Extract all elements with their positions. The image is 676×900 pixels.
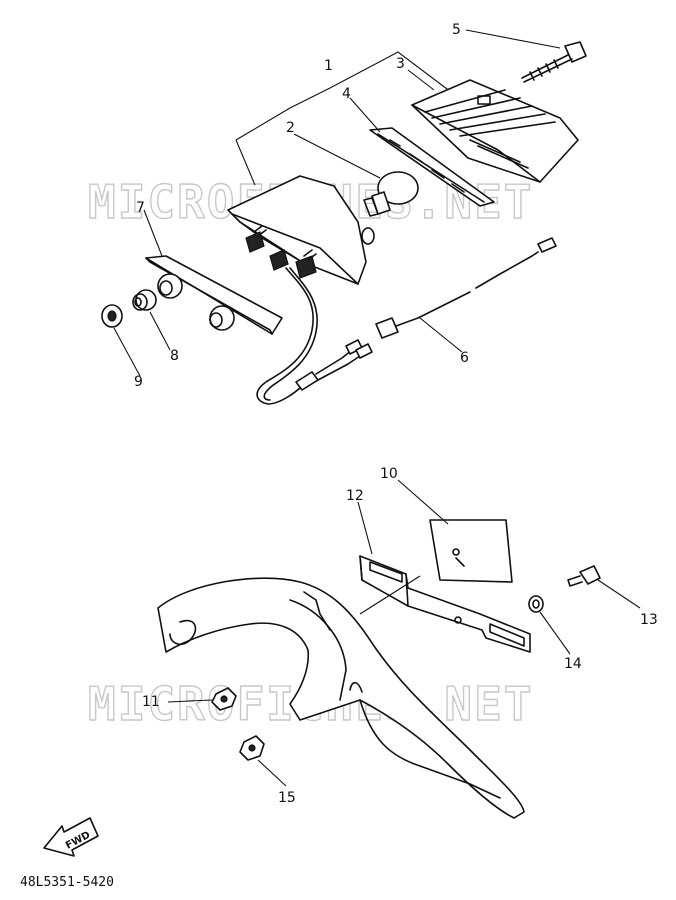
callout-14: 14 (564, 656, 582, 672)
drawing-code: 48L5351-5420 (20, 875, 114, 890)
callout-6: 6 (460, 350, 469, 366)
fwd-arrow-icon: FWD (43, 817, 99, 857)
assembly-bracket (235, 51, 456, 186)
base-plate-part-7 (145, 255, 283, 335)
callout-numbers: 1 2 3 4 5 6 7 8 9 10 11 12 13 14 15 (134, 22, 658, 806)
callout-10: 10 (380, 466, 398, 482)
leaders-bottom (167, 479, 641, 787)
callout-3: 3 (396, 56, 405, 72)
callout-12: 12 (346, 488, 364, 504)
screw-part-5 (521, 41, 587, 83)
lens-part-3 (411, 79, 579, 183)
wire-harness (256, 267, 373, 405)
callout-11: 11 (142, 694, 160, 710)
housing-part-1 (227, 175, 375, 285)
nut-part-11 (211, 687, 237, 711)
reflector-part-10 (429, 519, 513, 583)
callout-2: 2 (286, 120, 295, 136)
bracket-part-12 (359, 555, 531, 653)
lead-wire-part-6 (375, 237, 557, 339)
callout-5: 5 (452, 22, 461, 38)
callout-7: 7 (136, 200, 145, 216)
bulb-part-2 (363, 171, 419, 217)
rear-fender (157, 577, 525, 819)
callout-13: 13 (640, 612, 658, 628)
washer-part-14 (528, 595, 544, 613)
nut-part-15 (239, 735, 265, 761)
callout-15: 15 (278, 790, 296, 806)
leaders-top (113, 29, 561, 377)
bolt-part-13 (567, 565, 601, 587)
nut-part-9 (101, 304, 123, 328)
callout-1: 1 (324, 58, 333, 74)
callout-8: 8 (170, 348, 179, 364)
gasket-part-4 (369, 127, 495, 207)
callout-4: 4 (342, 86, 351, 102)
callout-9: 9 (134, 374, 143, 390)
collar-part-8 (132, 289, 157, 311)
